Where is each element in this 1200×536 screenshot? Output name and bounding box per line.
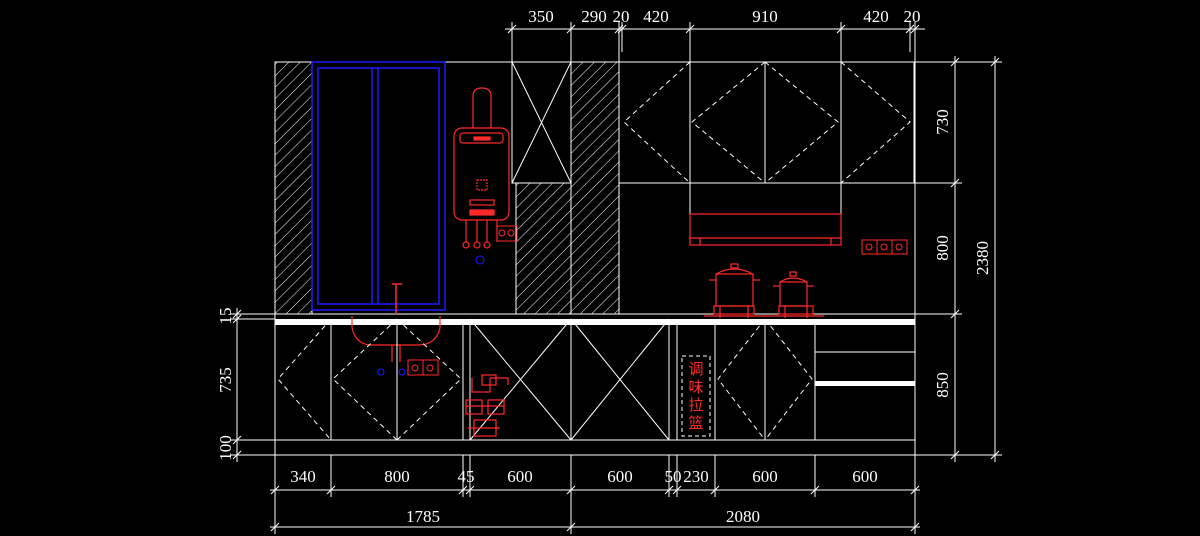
pipes-blue [377,368,406,376]
base-cabinets [330,319,816,440]
seasoning-label-1: 调 [688,360,703,378]
dim-top-3: 20 [613,7,630,26]
countertop [275,319,915,325]
pot-large [709,263,760,307]
outlet-triple [861,239,908,255]
dim-top-7: 20 [904,7,921,26]
base-cabinet-door-swings [277,318,813,441]
outlet-sink [407,359,439,376]
dim-right-3: 850 [933,372,952,398]
upper-cabinets-right [618,61,915,245]
dim-bottom-3: 45 [458,467,475,486]
base-cabinet-x-left [469,318,572,441]
dim-bottom-7: 230 [683,467,709,486]
dim-bottom-total-left: 1785 [406,507,440,526]
range-hood [689,213,842,246]
dim-right-2: 800 [933,235,952,261]
dimension-lines-left [230,308,275,462]
upper-cabinet-x [511,61,572,184]
dim-bottom-total-right: 2080 [726,507,760,526]
base-cabinet-x-right [570,318,670,441]
dim-bottom-9: 600 [852,467,878,486]
dim-top-2: 290 [581,7,607,26]
dim-left-2: 735 [216,367,235,393]
seasoning-label-4: 篮 [688,414,703,432]
dim-bottom-6: 50 [665,467,682,486]
dim-left-1: 15 [216,308,235,325]
dim-bottom-1: 340 [290,467,316,486]
hatched-column-right [570,61,620,315]
dimension-lines-top [505,22,925,62]
pot-small [773,271,814,307]
dim-right-total: 2380 [973,241,992,275]
dimension-lines-bottom [270,455,920,534]
dim-top-4: 420 [643,7,669,26]
drawers [815,351,915,386]
dim-top-6: 420 [863,7,889,26]
dimension-lines-right [915,56,1002,462]
seasoning-basket: 调 味 拉 篮 [681,355,711,437]
dim-bottom-8: 600 [752,467,778,486]
plumbing-fixture [465,374,509,437]
faucet [392,283,402,314]
window [311,61,446,311]
dim-top-1: 350 [528,7,554,26]
dim-bottom-5: 600 [607,467,633,486]
seasoning-label-2: 味 [688,378,703,396]
hatched-wall-left [274,61,313,315]
upper-cabinet-door-swings [623,61,911,184]
hatched-column-left [515,182,572,315]
water-heater [453,87,510,249]
pipe-blue [475,255,485,265]
outlet-water-heater [496,225,518,242]
dim-bottom-4: 600 [507,467,533,486]
stove [704,305,824,318]
dim-bottom-2: 800 [384,467,410,486]
dim-right-1: 730 [933,109,952,135]
dim-left-3: 100 [216,435,235,461]
dim-top-5: 910 [752,7,778,26]
seasoning-label-3: 拉 [688,396,703,414]
sink [351,316,441,362]
